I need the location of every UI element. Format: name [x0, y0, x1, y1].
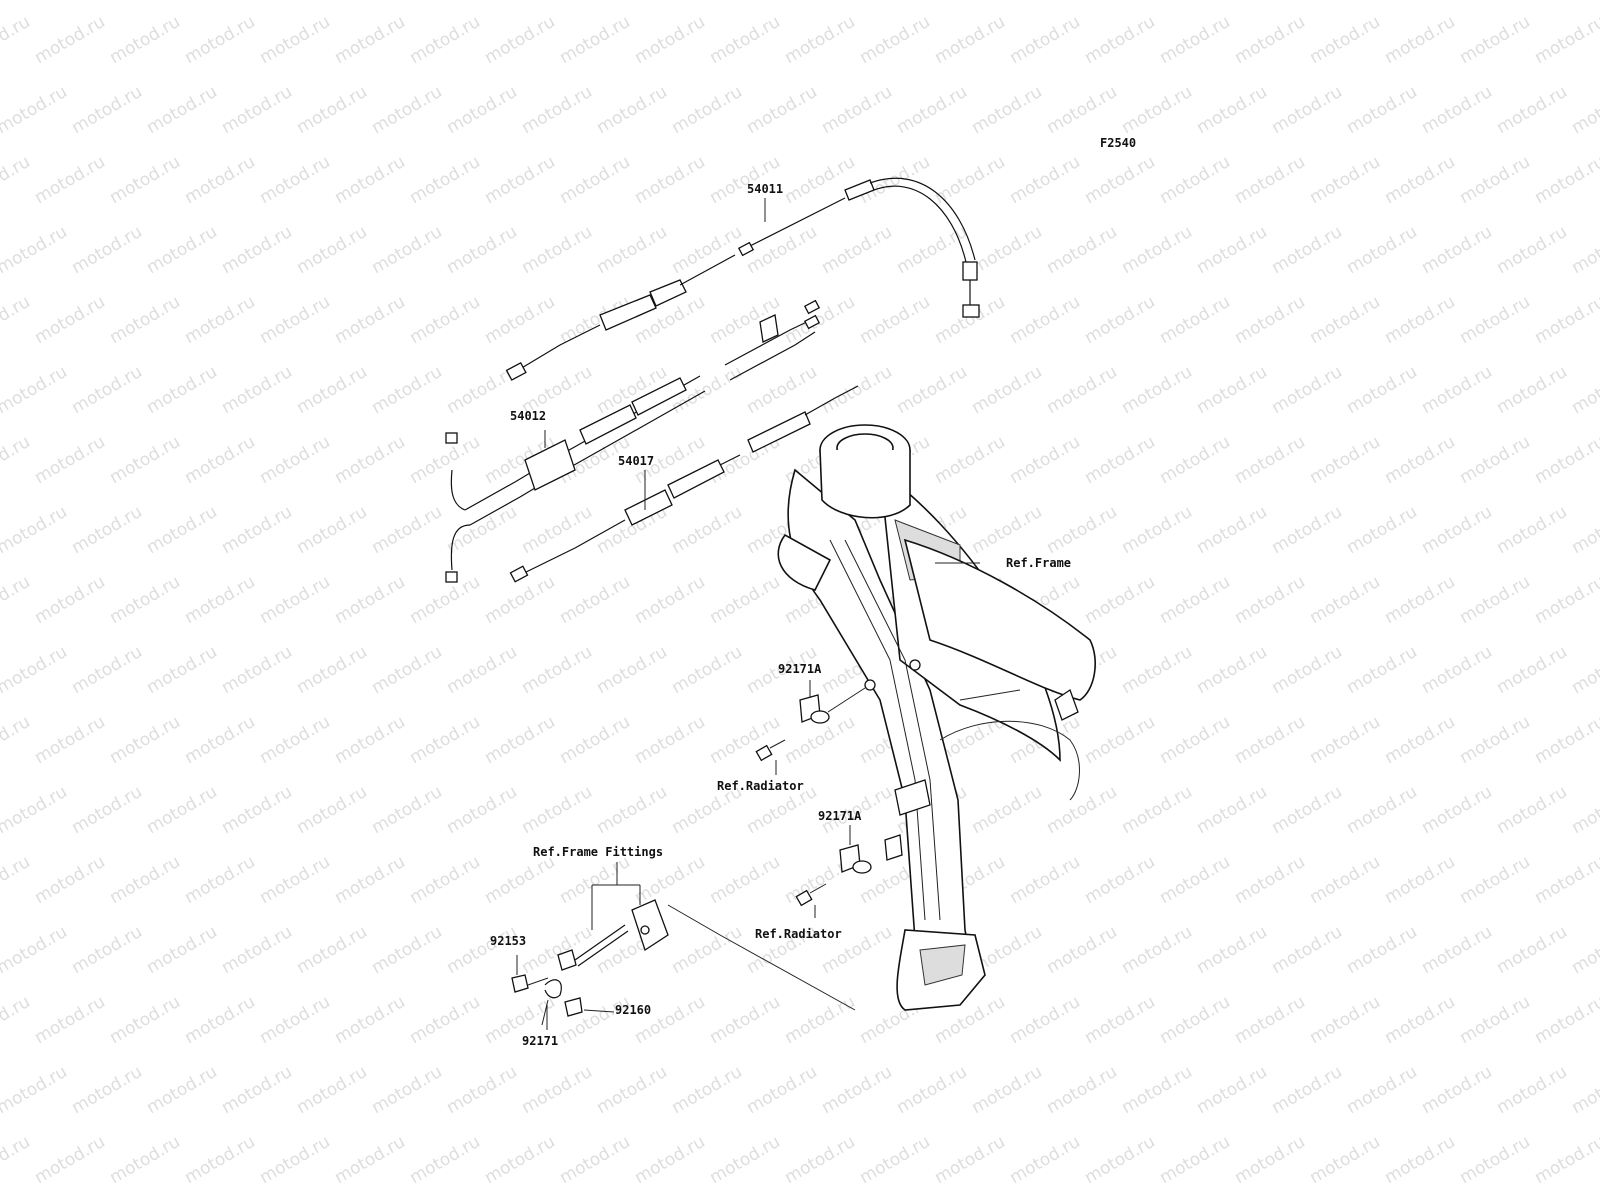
leader-lines [516, 198, 980, 1030]
part-label-92153[interactable]: 92153 [490, 934, 526, 948]
diagram-code: F2540 [1100, 136, 1136, 150]
clamp-lower-drawing[interactable] [795, 834, 903, 907]
ref-radiator-upper-label[interactable]: Ref.Radiator [717, 779, 804, 793]
frame-fittings-drawing[interactable] [557, 899, 856, 1011]
ref-radiator-lower-label[interactable]: Ref.Radiator [755, 927, 842, 941]
ref-frame-label[interactable]: Ref.Frame [1006, 556, 1071, 570]
clamp-upper-drawing[interactable] [755, 687, 866, 762]
cable-54011[interactable] [505, 177, 980, 381]
part-label-92171a-upper[interactable]: 92171A [778, 662, 822, 676]
part-label-92160[interactable]: 92160 [615, 1003, 651, 1017]
part-label-54012[interactable]: 54012 [510, 409, 546, 423]
part-label-92171[interactable]: 92171 [522, 1034, 558, 1048]
part-label-54017[interactable]: 54017 [618, 454, 654, 468]
part-label-92171a-lower[interactable]: 92171A [818, 809, 862, 823]
ref-frame-fittings-label[interactable]: Ref.Frame Fittings [533, 845, 663, 859]
part-label-54011[interactable]: 54011 [747, 182, 783, 196]
small-parts-drawing[interactable] [511, 974, 583, 1026]
cable-54017[interactable] [509, 385, 859, 583]
cable-54012[interactable] [445, 299, 821, 583]
frame-drawing [777, 424, 1096, 1011]
